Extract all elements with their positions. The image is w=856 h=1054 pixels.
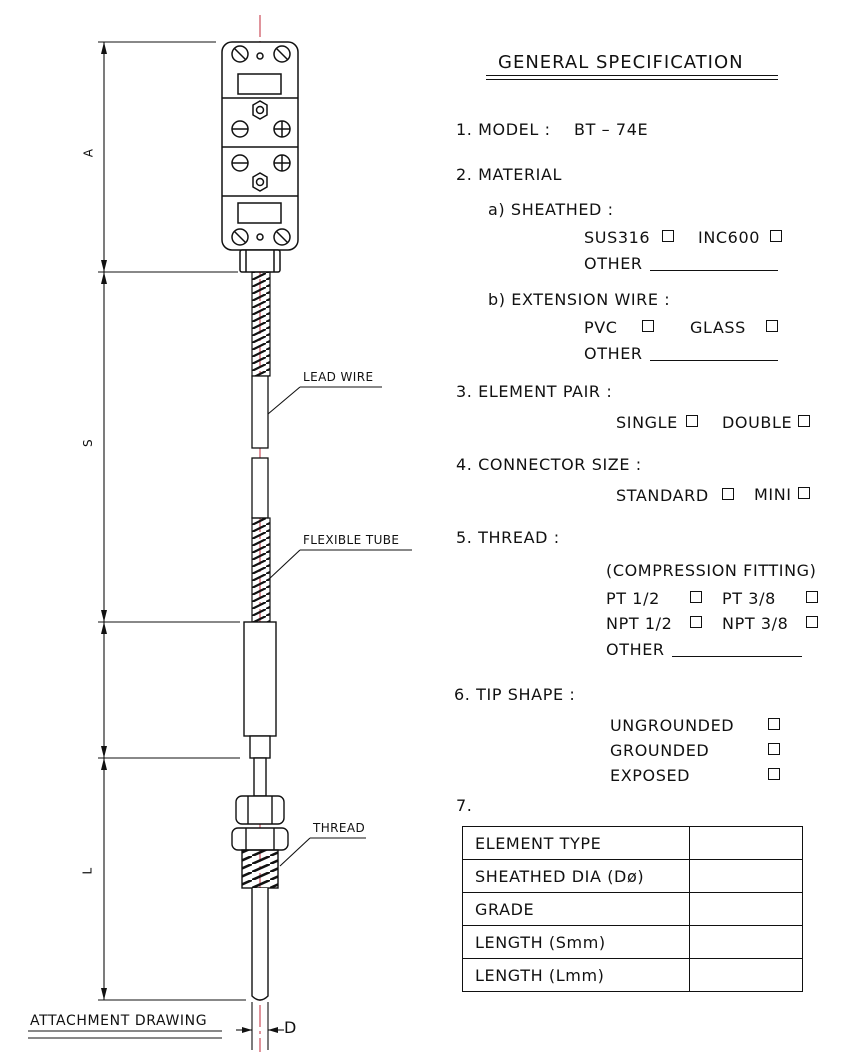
row-value-length-l[interactable] [689,958,803,992]
row-value-sheathed-dia[interactable] [689,859,803,893]
dimension-label-a: A [81,148,96,158]
callout-leaders [28,386,412,1039]
extension-wire-label: b) EXTENSION WIRE : [488,290,671,309]
row-label-length-l: LENGTH (Lmm) [462,958,690,992]
checkbox-pvc[interactable] [642,320,654,332]
dimension-label-l: L [80,867,95,875]
sheath [251,888,269,1001]
option-ungrounded: UNGROUNDED [610,716,735,735]
drawing-caption: ATTACHMENT DRAWING [30,1013,208,1029]
spec-table: ELEMENT TYPE SHEATHED DIA (Dø) GRADE LEN… [462,826,803,992]
spec-title: GENERAL SPECIFICATION [498,52,744,73]
option-double: DOUBLE [722,413,793,432]
option-sus316: SUS316 [584,228,651,247]
dimension-arrows [101,42,278,1033]
option-npt-1-2: NPT 1/2 [606,614,673,633]
dimension-label-d: D [284,1018,297,1037]
option-pvc: PVC [584,318,618,337]
table-row: SHEATHED DIA (Dø) [462,859,803,893]
element-pair-heading: 3. ELEMENT PAIR : [456,382,613,401]
flexible-tube-upper [251,271,271,377]
option-standard: STANDARD [616,486,709,505]
checkbox-glass[interactable] [766,320,778,332]
checkbox-inc600[interactable] [770,230,782,242]
lead-wire [251,375,269,519]
row-label-element-type: ELEMENT TYPE [462,826,690,860]
extension-other-label: OTHER [584,344,643,363]
callout-lead-wire: LEAD WIRE [303,370,374,384]
table-row: GRADE [462,892,803,926]
sheathed-other-label: OTHER [584,254,643,273]
checkbox-sus316[interactable] [662,230,674,242]
option-mini: MINI [754,485,792,504]
flexible-tube-lower [251,517,271,623]
compression-fitting [231,795,289,889]
row-value-grade[interactable] [689,892,803,926]
spec-title-underline-2 [486,79,778,80]
sheathed-other-field[interactable] [650,270,778,271]
connector-size-heading: 4. CONNECTOR SIZE : [456,455,642,474]
callout-flexible-tube: FLEXIBLE TUBE [303,533,400,547]
checkbox-single[interactable] [686,415,698,427]
sheathed-label: a) SHEATHED : [488,200,614,219]
option-pt-3-8: PT 3/8 [722,589,776,608]
model-label: 1. MODEL : [456,120,551,139]
checkbox-ungrounded[interactable] [768,718,780,730]
checkbox-npt-3-8[interactable] [806,616,818,628]
thread-other-field[interactable] [672,656,802,657]
extension-other-field[interactable] [650,360,778,361]
transition-sleeve [243,621,277,797]
option-inc600: INC600 [698,228,760,247]
table-row: LENGTH (Smm) [462,925,803,959]
connector-head [221,41,299,273]
row-label-length-s: LENGTH (Smm) [462,925,690,959]
option-single: SINGLE [616,413,678,432]
checkbox-exposed[interactable] [768,768,780,780]
thread-other-label: OTHER [606,640,665,659]
spec-title-underline-1 [486,75,778,76]
section7-heading: 7. [456,796,473,815]
checkbox-npt-1-2[interactable] [690,616,702,628]
checkbox-mini[interactable] [798,487,810,499]
checkbox-standard[interactable] [722,488,734,500]
model-value: BT – 74E [574,120,649,139]
dimension-lines [98,41,284,1050]
option-pt-1-2: PT 1/2 [606,589,660,608]
checkbox-grounded[interactable] [768,743,780,755]
tip-shape-heading: 6. TIP SHAPE : [454,685,576,704]
option-npt-3-8: NPT 3/8 [722,614,789,633]
option-glass: GLASS [690,318,746,337]
checkbox-double[interactable] [798,415,810,427]
checkbox-pt-3-8[interactable] [806,591,818,603]
row-value-length-s[interactable] [689,925,803,959]
callout-thread: THREAD [313,821,366,835]
table-row: LENGTH (Lmm) [462,958,803,992]
row-label-grade: GRADE [462,892,690,926]
option-exposed: EXPOSED [610,766,691,785]
material-heading: 2. MATERIAL [456,165,563,184]
row-label-sheathed-dia: SHEATHED DIA (Dø) [462,859,690,893]
dimension-label-s: S [81,438,96,448]
row-value-element-type[interactable] [689,826,803,860]
thread-note: (COMPRESSION FITTING) [606,561,817,580]
thread-heading: 5. THREAD : [456,528,560,547]
table-row: ELEMENT TYPE [462,826,803,860]
checkbox-pt-1-2[interactable] [690,591,702,603]
option-grounded: GROUNDED [610,741,710,760]
